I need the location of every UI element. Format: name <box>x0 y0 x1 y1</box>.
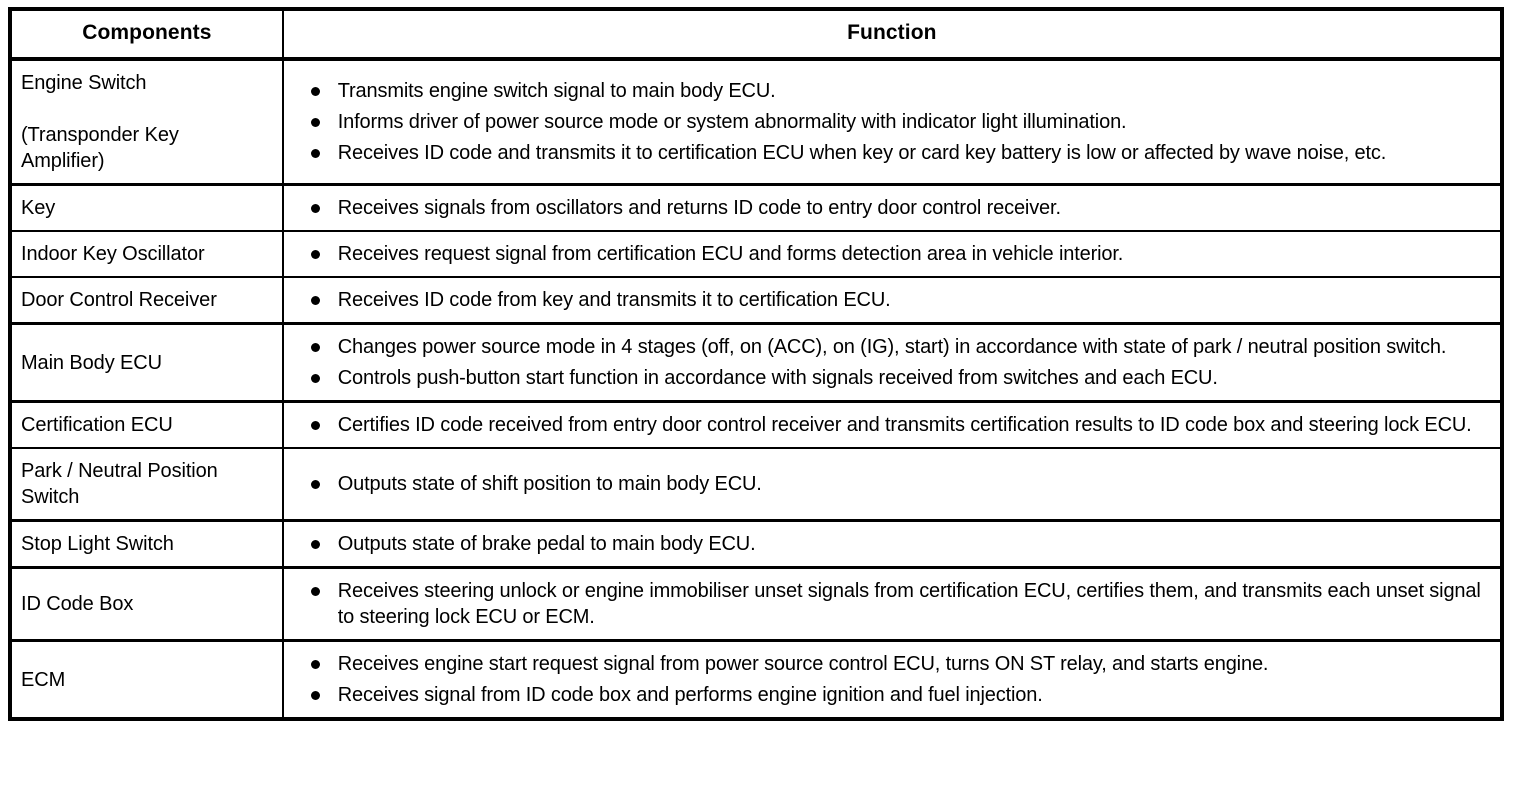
function-bullet-item: Controls push-button start function in a… <box>302 365 1490 391</box>
function-bullet-list: Receives request signal from certificati… <box>302 241 1490 267</box>
table-row: Engine Switch (Transponder Key Amplifier… <box>10 59 1502 185</box>
function-bullet-list: Outputs state of shift position to main … <box>302 471 1490 497</box>
function-bullet-list: Receives ID code from key and transmits … <box>302 287 1490 313</box>
function-description-cell: Outputs state of shift position to main … <box>282 447 1502 521</box>
table-header-row: Components Function <box>10 9 1502 61</box>
function-bullet-item: Outputs state of shift position to main … <box>302 471 1490 497</box>
function-bullet-list: Changes power source mode in 4 stages (o… <box>302 334 1490 391</box>
function-bullet-item: Receives signal from ID code box and per… <box>302 682 1490 708</box>
table-row: Main Body ECU Changes power source mode i… <box>10 322 1502 402</box>
function-bullet-list: Outputs state of brake pedal to main bod… <box>302 531 1490 557</box>
function-bullet-item: Receives ID code from key and transmits … <box>302 287 1490 313</box>
function-bullet-list: Receives signals from oscillators and re… <box>302 195 1490 221</box>
function-bullet-item: Receives engine start request signal fro… <box>302 651 1490 677</box>
table-row: Door Control Receiver Receives ID code fr… <box>10 276 1502 324</box>
function-bullet-list: Receives steering unlock or engine immob… <box>302 578 1490 630</box>
table-row: Stop Light Switch Outputs state of brake … <box>10 519 1502 568</box>
function-description-cell: Receives engine start request signal fro… <box>282 639 1502 719</box>
component-name-cell: Certification ECU <box>10 400 284 448</box>
function-description-cell: Receives ID code from key and transmits … <box>282 276 1502 324</box>
function-bullet-item: Changes power source mode in 4 stages (o… <box>302 334 1490 360</box>
component-name-cell: Park / Neutral Position Switch <box>10 447 284 521</box>
component-name-cell: Stop Light Switch <box>10 519 284 568</box>
column-header-function: Function <box>282 9 1502 61</box>
function-bullet-item: Receives request signal from certificati… <box>302 241 1490 267</box>
table-row: Certification ECU Certifies ID code recei… <box>10 400 1502 448</box>
function-description-cell: Receives signals from oscillators and re… <box>282 183 1502 231</box>
function-description-cell: Outputs state of brake pedal to main bod… <box>282 519 1502 568</box>
table-row: ECM Receives engine start request signal … <box>10 639 1502 719</box>
function-description-cell: Certifies ID code received from entry do… <box>282 400 1502 448</box>
function-description-cell: Receives request signal from certificati… <box>282 230 1502 277</box>
component-name-cell: Indoor Key Oscillator <box>10 230 284 277</box>
function-bullet-list: Transmits engine switch signal to main b… <box>302 78 1490 166</box>
function-bullet-item: Informs driver of power source mode or s… <box>302 109 1490 135</box>
component-name-cell: ID Code Box <box>10 566 284 641</box>
function-bullet-item: Receives signals from oscillators and re… <box>302 195 1490 221</box>
function-description-cell: Transmits engine switch signal to main b… <box>282 59 1502 185</box>
function-bullet-item: Receives steering unlock or engine immob… <box>302 578 1490 630</box>
component-name-cell: Engine Switch (Transponder Key Amplifier… <box>10 59 284 185</box>
function-bullet-list: Receives engine start request signal fro… <box>302 651 1490 708</box>
function-bullet-item: Certifies ID code received from entry do… <box>302 412 1490 438</box>
table-row: ID Code Box Receives steering unlock or e… <box>10 566 1502 641</box>
component-name-cell: Door Control Receiver <box>10 276 284 324</box>
function-bullet-item: Transmits engine switch signal to main b… <box>302 78 1490 104</box>
table-row: Key Receives signals from oscillators and… <box>10 183 1502 231</box>
component-name-cell: Main Body ECU <box>10 322 284 402</box>
components-function-table: Components Function Engine Switch (Trans… <box>8 7 1504 721</box>
table-row: Park / Neutral Position Switch Outputs st… <box>10 447 1502 521</box>
column-header-components: Components <box>10 9 284 61</box>
function-bullet-list: Certifies ID code received from entry do… <box>302 412 1490 438</box>
function-description-cell: Receives steering unlock or engine immob… <box>282 566 1502 641</box>
function-bullet-item: Outputs state of brake pedal to main bod… <box>302 531 1490 557</box>
component-name-cell: Key <box>10 183 284 231</box>
component-name-cell: ECM <box>10 639 284 719</box>
function-description-cell: Changes power source mode in 4 stages (o… <box>282 322 1502 402</box>
table-row: Indoor Key Oscillator Receives request si… <box>10 230 1502 277</box>
table-body: Engine Switch (Transponder Key Amplifier… <box>10 59 1502 719</box>
table-head: Components Function <box>10 9 1502 61</box>
function-bullet-item: Receives ID code and transmits it to cer… <box>302 140 1490 166</box>
